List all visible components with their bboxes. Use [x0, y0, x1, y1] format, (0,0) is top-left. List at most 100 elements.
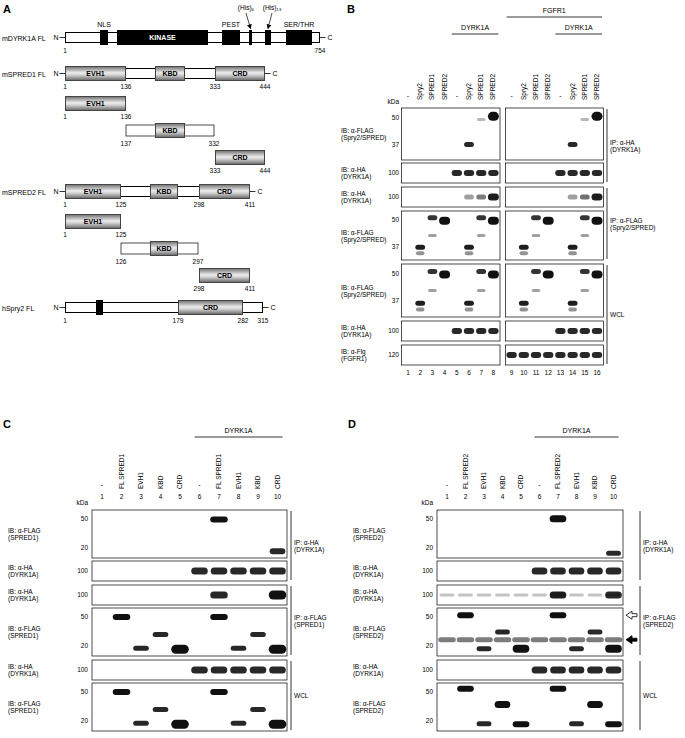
protein-band — [569, 667, 585, 674]
protein-band — [580, 328, 590, 334]
lane-label: SPRED1 — [581, 74, 588, 100]
lane-number: 9 — [510, 369, 514, 376]
blot-strip — [506, 163, 604, 183]
domain-box: CRD — [215, 66, 265, 81]
domain-label: CRD — [203, 304, 218, 311]
domain-box: CRD — [199, 268, 250, 283]
protein-band — [550, 592, 567, 599]
lane-number: 8 — [237, 493, 241, 500]
condition-header: DYRK1A — [224, 427, 252, 435]
protein-band — [210, 517, 228, 523]
condition-line — [555, 34, 602, 35]
blot-strip — [437, 510, 623, 558]
lane-number: 6 — [467, 369, 471, 376]
lane-number: 7 — [556, 493, 560, 500]
protein-band — [439, 217, 450, 225]
terminus-line — [263, 307, 269, 308]
lane-number: 12 — [545, 369, 552, 376]
protein-band — [133, 646, 149, 651]
panel-letter: A — [3, 3, 11, 16]
antibody-label: IB: α-FLAG (SPRED1) — [8, 625, 57, 640]
protein-band — [555, 352, 565, 358]
kda-marker: 37 — [392, 141, 399, 148]
terminus-label: C — [270, 303, 275, 311]
protein-band — [476, 170, 486, 176]
panel-letter: B — [347, 3, 355, 16]
residue-number: 411 — [245, 285, 255, 292]
blot-strip — [506, 211, 604, 260]
protein-band — [440, 594, 455, 597]
protein-band — [581, 289, 590, 292]
kinase-domain: KINASE — [117, 30, 208, 45]
antibody-label: IB: α-FLAG (SPRED2) — [353, 527, 402, 542]
terminus-label: N — [53, 33, 58, 41]
protein-band — [519, 301, 529, 306]
kda-marker: 37 — [392, 243, 399, 250]
protein-band — [458, 594, 473, 597]
antibody-label: IB: α-FLAG (SPRED2) — [353, 625, 402, 640]
protein-band — [452, 170, 462, 176]
protein-band — [476, 195, 486, 200]
kda-marker: 100 — [388, 193, 399, 200]
protein-band — [488, 217, 499, 225]
lane-label: Spry2 — [465, 83, 472, 100]
protein-band — [250, 667, 267, 674]
domain-box: CRD — [215, 150, 265, 165]
lane-number: 2 — [464, 493, 468, 500]
lane-label: CRD — [176, 475, 183, 489]
condition-line — [195, 437, 283, 438]
protein-band — [567, 352, 577, 358]
ip-bracket — [640, 586, 641, 655]
condition-header: DYRK1A — [562, 427, 590, 435]
protein-band — [605, 721, 622, 727]
protein-band — [569, 646, 584, 651]
protein-band — [569, 568, 585, 575]
lane-number: 1 — [406, 369, 410, 376]
ip-bracket — [640, 661, 641, 730]
lane-label: Spry2 — [416, 83, 423, 100]
residue-number: 1 — [63, 317, 67, 324]
protein-band — [531, 352, 541, 358]
protein-band — [587, 568, 603, 575]
residue-number: 282 — [238, 317, 249, 324]
protein-band — [464, 142, 474, 147]
motif-arrow — [246, 13, 251, 29]
kda-marker: 50 — [426, 515, 433, 522]
ip-label: IP: α-FLAG (SPRED1) — [294, 613, 334, 628]
domain-label: EVH1 — [86, 70, 104, 77]
lane-number: 3 — [139, 493, 143, 500]
lane-label: CRD — [610, 475, 617, 489]
protein-band — [171, 645, 189, 654]
ip-bracket — [640, 511, 641, 580]
lane-number: 5 — [519, 493, 523, 500]
lane-number: 10 — [610, 493, 617, 500]
protein-band — [567, 328, 577, 334]
motif-label: (His)₁₃ — [263, 4, 282, 11]
lane-number: 7 — [217, 493, 221, 500]
domain-box: KBD — [155, 123, 185, 138]
residue-number: 136 — [121, 83, 132, 90]
lane-label: SPRED1 — [429, 74, 436, 100]
ip-label: IP: α-HA (DYRK1A) — [294, 538, 334, 553]
residue-number: 1 — [63, 201, 67, 208]
protein-band — [464, 301, 474, 306]
protein-band — [587, 701, 603, 708]
protein-band — [568, 637, 586, 642]
lane-number: 1 — [100, 493, 104, 500]
protein-band — [606, 667, 622, 674]
antibody-label: IB: α-HA (DYRK1A) — [353, 588, 402, 603]
lane-number: 11 — [533, 369, 540, 376]
protein-band — [592, 194, 603, 201]
protein-band — [531, 269, 541, 274]
condition-line — [535, 437, 619, 438]
lane-number: 2 — [418, 369, 422, 376]
protein-band — [477, 721, 492, 726]
lane-number: 1 — [445, 493, 449, 500]
blot-strip — [92, 510, 287, 558]
protein-band — [457, 686, 474, 692]
motif-arrow — [268, 13, 272, 29]
lane-label: KBD — [254, 476, 261, 489]
residue-number: 297 — [193, 258, 204, 265]
protein-band — [488, 170, 498, 176]
protein-band — [543, 217, 554, 225]
